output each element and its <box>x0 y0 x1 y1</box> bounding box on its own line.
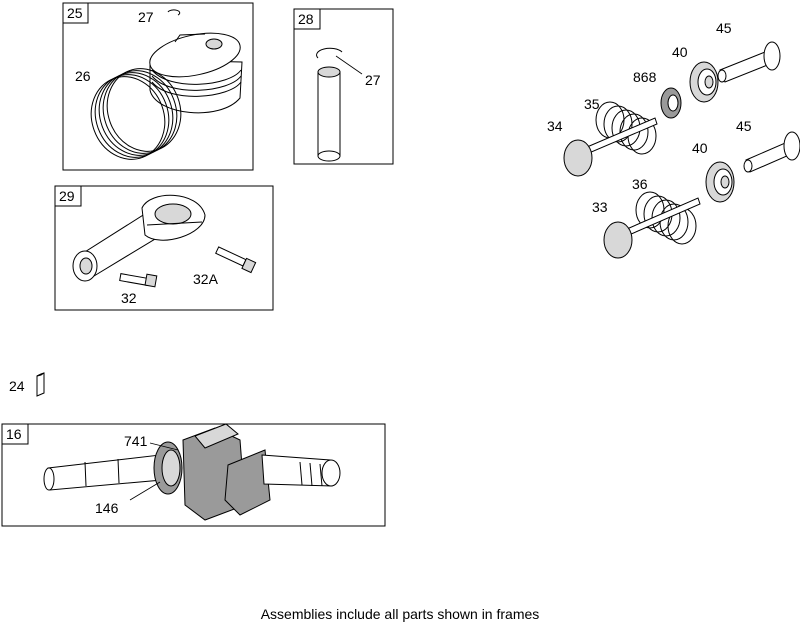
part-24-key[interactable] <box>36 372 45 397</box>
callout-32a: 32A <box>193 271 219 287</box>
valve-34[interactable] <box>563 117 658 177</box>
frame-16-crankshaft-assembly: 16 741 146 <box>1 423 386 527</box>
callout-27-clip: 27 <box>365 72 381 88</box>
callout-32: 32 <box>121 290 137 306</box>
frame-29-border <box>54 185 274 311</box>
frame-28-piston-pin-assembly: 28 27 <box>293 8 394 165</box>
valve-33[interactable] <box>603 197 701 259</box>
callout-40-lower: 40 <box>692 140 708 156</box>
frame-29-tag <box>54 185 82 207</box>
callout-27-ring: 27 <box>138 9 154 25</box>
frames-note-caption: Assemblies include all parts shown in fr… <box>260 606 540 622</box>
callout-26: 26 <box>75 68 91 84</box>
frame-16-number: 16 <box>6 426 22 442</box>
callout-40-upper: 40 <box>672 44 688 60</box>
valve-stem-45-lower[interactable] <box>743 131 800 173</box>
callout-45-upper: 45 <box>716 20 732 36</box>
frame-29-connecting-rod-assembly: 29 32 32A <box>54 185 274 311</box>
piston-pin-retainer-ring[interactable] <box>167 9 181 16</box>
callout-24: 24 <box>9 378 25 394</box>
frame-29-number: 29 <box>59 188 75 204</box>
frame-25-tag <box>62 2 89 24</box>
callout-33: 33 <box>592 199 608 215</box>
callout-36: 36 <box>632 176 648 192</box>
valve-seal-868[interactable] <box>660 87 682 119</box>
frame-16-border <box>1 423 386 527</box>
callout-34: 34 <box>547 118 563 134</box>
frame-28-border <box>293 8 394 165</box>
piston-ring-set[interactable] <box>80 58 192 170</box>
frame-25-number: 25 <box>67 5 83 21</box>
frame-25-border <box>62 2 254 171</box>
callout-146: 146 <box>95 500 119 516</box>
frame-25-piston-assembly: 25 27 26 <box>62 2 254 171</box>
callout-741: 741 <box>124 433 148 449</box>
valve-retainer-40-upper[interactable] <box>689 61 719 103</box>
connecting-rod-bolt-32[interactable] <box>119 273 158 288</box>
callout-868: 868 <box>633 69 657 85</box>
piston-pin[interactable] <box>317 66 341 162</box>
callout-45-lower: 45 <box>736 118 752 134</box>
frame-28-number: 28 <box>298 11 314 27</box>
crankshaft[interactable] <box>43 423 341 521</box>
connecting-rod[interactable] <box>72 194 206 282</box>
piston-pin-clip[interactable] <box>316 47 363 75</box>
frame-28-tag <box>293 8 321 30</box>
valve-retainer-40-lower[interactable] <box>705 161 735 203</box>
callout-35: 35 <box>584 96 600 112</box>
piston[interactable] <box>146 26 244 114</box>
frame-16-tag <box>1 423 29 445</box>
connecting-rod-bolt-32a[interactable] <box>215 246 257 274</box>
valve-stem-45-upper[interactable] <box>717 41 781 83</box>
